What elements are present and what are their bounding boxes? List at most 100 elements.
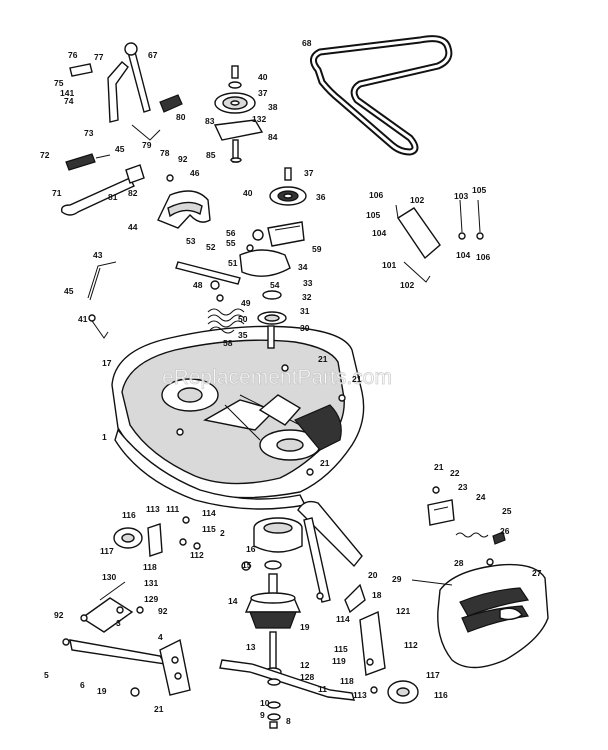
callout-21: 21 xyxy=(154,704,164,714)
callout-5: 5 xyxy=(44,670,49,680)
callout-21: 21 xyxy=(318,354,328,364)
callout-30: 30 xyxy=(300,323,310,333)
callout-45: 45 xyxy=(115,144,125,154)
callout-10: 10 xyxy=(260,698,270,708)
callout-3: 3 xyxy=(116,618,121,628)
bracket-3 xyxy=(80,581,134,633)
callout-13: 13 xyxy=(246,642,256,652)
callout-105: 105 xyxy=(472,185,486,195)
callout-85: 85 xyxy=(206,150,216,160)
callout-59: 59 xyxy=(312,244,322,254)
callout-104: 104 xyxy=(456,250,470,260)
callout-22: 22 xyxy=(450,468,460,478)
callout-27: 27 xyxy=(532,568,542,578)
callout-53: 53 xyxy=(186,236,196,246)
callout-119: 119 xyxy=(332,656,346,666)
callout-15: 15 xyxy=(242,560,252,570)
callout-105: 105 xyxy=(366,210,380,220)
hanger-20 xyxy=(297,500,366,614)
callout-67: 67 xyxy=(148,50,158,60)
callout-79: 79 xyxy=(142,140,152,150)
callout-113: 113 xyxy=(353,690,367,700)
callout-73: 73 xyxy=(84,128,94,138)
callout-74: 74 xyxy=(64,96,74,106)
blade-bolt-8 xyxy=(267,701,281,729)
callout-128: 128 xyxy=(300,672,314,682)
callout-38: 38 xyxy=(268,102,278,112)
callout-31: 31 xyxy=(300,306,310,316)
callout-112: 112 xyxy=(404,640,418,650)
callout-92: 92 xyxy=(178,154,188,164)
callout-102: 102 xyxy=(410,195,424,205)
link-assembly-101 xyxy=(395,199,484,283)
pulley-36 xyxy=(269,167,307,206)
callout-84: 84 xyxy=(268,132,278,142)
spring-50 xyxy=(207,308,245,334)
callout-21: 21 xyxy=(320,458,330,468)
callout-21: 21 xyxy=(434,462,444,472)
callout-18: 18 xyxy=(372,590,382,600)
callout-116: 116 xyxy=(122,510,136,520)
callout-113: 113 xyxy=(146,504,160,514)
callout-92: 92 xyxy=(158,606,168,616)
callout-75: 75 xyxy=(54,78,64,88)
callout-21: 21 xyxy=(352,374,362,384)
rod-41 xyxy=(88,314,109,339)
callout-2: 2 xyxy=(220,528,225,538)
blade-11 xyxy=(219,659,355,701)
callout-44: 44 xyxy=(128,222,138,232)
callout-37: 37 xyxy=(258,88,268,98)
callout-130: 130 xyxy=(102,572,116,582)
callout-8: 8 xyxy=(286,716,291,726)
callout-117: 117 xyxy=(426,670,440,680)
callout-114: 114 xyxy=(336,614,350,624)
callout-129: 129 xyxy=(144,594,158,604)
callout-68: 68 xyxy=(302,38,312,48)
callout-80: 80 xyxy=(176,112,186,122)
callout-40: 40 xyxy=(243,188,253,198)
callout-51: 51 xyxy=(228,258,238,268)
spring-72 xyxy=(65,153,111,171)
callout-118: 118 xyxy=(143,562,157,572)
callout-43: 43 xyxy=(93,250,103,260)
callout-25: 25 xyxy=(502,506,512,516)
callout-112: 112 xyxy=(190,550,204,560)
gauge-wheel-117-left xyxy=(113,523,163,557)
callout-35: 35 xyxy=(238,330,248,340)
callout-17: 17 xyxy=(102,358,112,368)
spindle-14 xyxy=(244,560,302,629)
callout-103: 103 xyxy=(454,191,468,201)
callout-48: 48 xyxy=(193,280,203,290)
mower-deck xyxy=(111,325,365,510)
watermark-text: eReplacementParts.com xyxy=(162,366,392,389)
bracket-84 xyxy=(213,119,264,163)
bracket-59 xyxy=(267,221,305,247)
callout-115: 115 xyxy=(202,524,216,534)
callout-28: 28 xyxy=(454,558,464,568)
callout-118: 118 xyxy=(340,676,354,686)
callout-26: 26 xyxy=(500,526,510,536)
pulley-16 xyxy=(253,517,303,553)
callout-19: 19 xyxy=(300,622,310,632)
callout-58: 58 xyxy=(223,338,233,348)
callout-32: 32 xyxy=(302,292,312,302)
callout-121: 121 xyxy=(396,606,410,616)
callout-111: 111 xyxy=(166,504,180,514)
hardware xyxy=(62,174,494,697)
rod-29 xyxy=(411,579,453,586)
callout-115: 115 xyxy=(334,644,348,654)
callout-37: 37 xyxy=(304,168,314,178)
pulley-31 xyxy=(257,290,287,349)
callout-82: 82 xyxy=(128,188,138,198)
callout-9: 9 xyxy=(260,710,265,720)
callout-20: 20 xyxy=(368,570,378,580)
callout-12: 12 xyxy=(300,660,310,670)
callout-29: 29 xyxy=(392,574,402,584)
callout-106: 106 xyxy=(476,252,490,262)
callout-131: 131 xyxy=(144,578,158,588)
callout-46: 46 xyxy=(190,168,200,178)
callout-101: 101 xyxy=(382,260,396,270)
deflector-27 xyxy=(437,563,549,669)
callout-141: 141 xyxy=(60,88,74,98)
